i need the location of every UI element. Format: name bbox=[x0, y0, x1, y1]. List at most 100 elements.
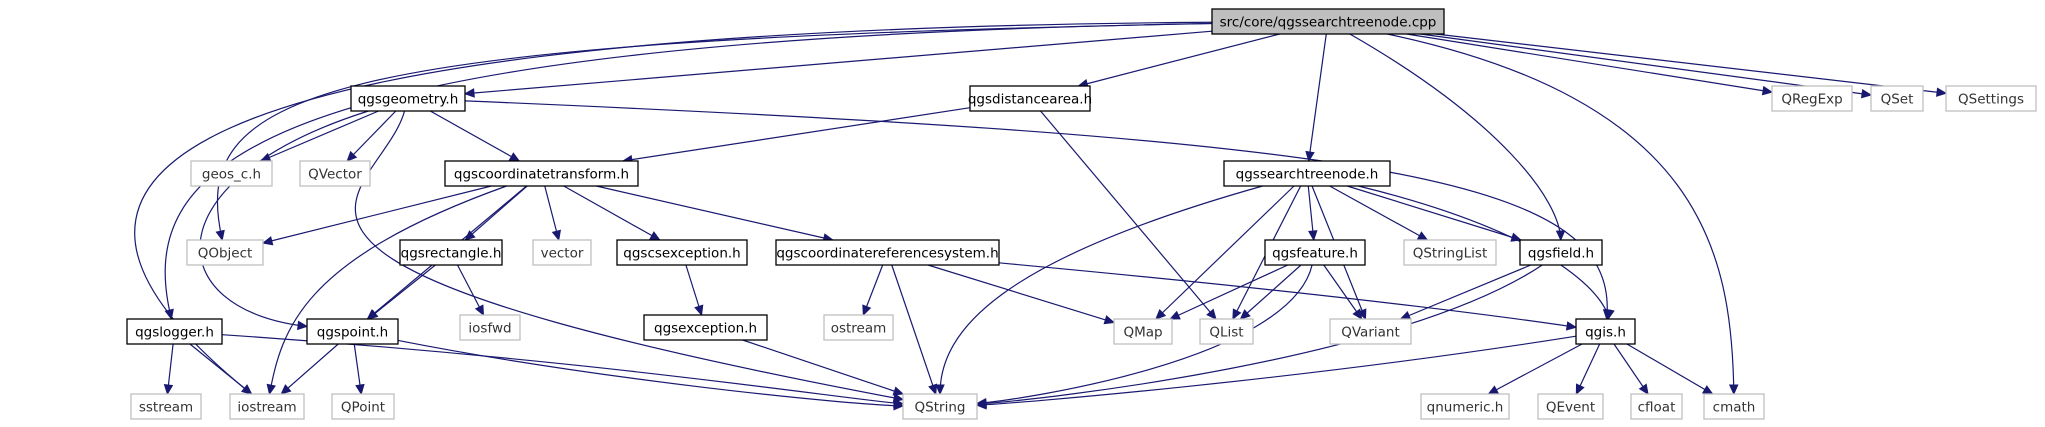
node-ostream: ostream bbox=[823, 314, 894, 341]
edge-point-to-iostream bbox=[280, 343, 339, 395]
node-box-qpoint bbox=[331, 393, 395, 420]
arrowhead-geometry-to-coordtransform bbox=[508, 152, 521, 162]
node-box-qstring bbox=[902, 393, 978, 420]
node-label-feature: qgsfeature.h bbox=[1272, 246, 1358, 262]
node-feature[interactable]: qgsfeature.h bbox=[1264, 239, 1366, 266]
edge-searchtreenode_h-to-qstring bbox=[939, 185, 1263, 395]
node-box-vector bbox=[532, 239, 592, 266]
node-label-searchtreenode_h: qgssearchtreenode.h bbox=[1236, 167, 1379, 183]
edge-root-to-qobject bbox=[216, 22, 1213, 241]
node-qgis[interactable]: qgis.h bbox=[1575, 318, 1636, 345]
arrowhead-searchtreenode_h-to-qgis bbox=[1605, 308, 1615, 321]
node-box-qnumeric bbox=[1420, 393, 1510, 420]
node-label-qmap: QMap bbox=[1123, 325, 1162, 341]
node-box-cmath bbox=[1703, 393, 1765, 420]
node-box-qlist bbox=[1199, 318, 1254, 345]
node-crs[interactable]: qgscoordinatereferencesystem.h bbox=[775, 239, 1000, 266]
arrowhead-root-to-qsettings bbox=[1936, 87, 1948, 97]
node-field[interactable]: qgsfield.h bbox=[1519, 239, 1603, 266]
node-box-cfloat bbox=[1630, 393, 1683, 420]
node-coordtransform[interactable]: qgscoordinatetransform.h bbox=[444, 160, 639, 187]
node-qstringlist: QStringList bbox=[1403, 239, 1497, 266]
edge-geometry-to-qgis bbox=[464, 100, 1608, 320]
edge-root-to-geometry bbox=[464, 30, 1213, 95]
arrowhead-field-to-qvariant bbox=[1399, 310, 1412, 320]
node-box-exception bbox=[643, 314, 768, 341]
edge-coordtransform-to-iostream bbox=[268, 185, 507, 395]
node-label-ostream: ostream bbox=[831, 321, 887, 337]
arrowhead-crs-to-qmap bbox=[1103, 315, 1116, 325]
node-qset: QSet bbox=[1870, 85, 1924, 112]
node-root[interactable]: src/core/qgssearchtreenode.cpp bbox=[1211, 8, 1445, 35]
node-label-point: qgspoint.h bbox=[317, 325, 388, 341]
arrowhead-qgis-to-qevent bbox=[1575, 383, 1585, 396]
arrowhead-searchtreenode_h-to-qlist bbox=[1232, 308, 1242, 321]
arrowhead-qgis-to-cfloat bbox=[1638, 383, 1649, 396]
node-box-distancearea bbox=[969, 85, 1091, 112]
node-label-iosfwd: iosfwd bbox=[468, 321, 511, 337]
node-qnumeric: qnumeric.h bbox=[1420, 393, 1510, 420]
edge-crs-to-qgis bbox=[998, 262, 1577, 328]
node-csexception[interactable]: qgscsexception.h bbox=[616, 239, 748, 266]
node-vector: vector bbox=[532, 239, 592, 266]
node-qmap: QMap bbox=[1113, 318, 1173, 345]
node-label-qvariant: QVariant bbox=[1341, 325, 1400, 341]
arrowhead-root-to-qset bbox=[1860, 88, 1873, 99]
node-box-geometry bbox=[350, 85, 466, 112]
node-distancearea[interactable]: qgsdistancearea.h bbox=[968, 85, 1092, 112]
edge-searchtreenode_h-to-qstringlist bbox=[1329, 185, 1428, 241]
node-point[interactable]: qgspoint.h bbox=[306, 318, 399, 345]
arrowhead-root-to-searchtreenode_h bbox=[1305, 150, 1315, 163]
node-box-qvector bbox=[299, 160, 371, 187]
arrowhead-qgis-to-qstring bbox=[975, 400, 987, 410]
node-label-qgis: qgis.h bbox=[1585, 325, 1626, 341]
node-label-exception: qgsexception.h bbox=[654, 321, 757, 337]
arrowhead-coordtransform-to-iostream bbox=[266, 383, 276, 396]
node-geometry[interactable]: qgsgeometry.h bbox=[350, 85, 466, 112]
node-label-qset: QSet bbox=[1881, 92, 1914, 108]
arrowhead-point-to-qstring bbox=[893, 400, 905, 411]
arrowhead-geometry-to-qvector bbox=[346, 150, 358, 162]
arrowhead-crs-to-qstring bbox=[928, 383, 938, 396]
edge-point-to-qstring bbox=[397, 339, 904, 407]
arrowhead-point-to-iostream bbox=[280, 384, 292, 395]
edge-distancearea-to-coordtransform bbox=[622, 107, 971, 162]
edge-root-to-iostream bbox=[134, 21, 1213, 395]
arrowhead-feature-to-qvariant bbox=[1352, 308, 1363, 321]
graph-edges bbox=[134, 21, 1948, 411]
node-iostream: iostream bbox=[229, 393, 305, 420]
edge-root-to-qset bbox=[1420, 33, 1872, 96]
arrowhead-rectangle-to-point bbox=[367, 309, 379, 320]
node-logger[interactable]: qgslogger.h bbox=[126, 318, 223, 345]
edge-root-to-logger bbox=[164, 22, 1213, 320]
node-box-geos_c bbox=[190, 160, 273, 187]
arrowhead-feature-to-qmap bbox=[1169, 310, 1181, 320]
graph-nodes: src/core/qgssearchtreenode.cpp qgsgeometr… bbox=[126, 8, 2037, 420]
node-exception[interactable]: qgsexception.h bbox=[643, 314, 768, 341]
node-searchtreenode_h[interactable]: qgssearchtreenode.h bbox=[1223, 160, 1391, 187]
node-label-qregexp: QRegExp bbox=[1781, 92, 1842, 108]
edge-qgis-to-cmath bbox=[1626, 343, 1713, 395]
edge-field-to-qstring bbox=[976, 264, 1543, 405]
node-label-qvector: QVector bbox=[308, 167, 362, 183]
arrowhead-qgis-to-qnumeric bbox=[1487, 385, 1500, 395]
node-box-crs bbox=[775, 239, 1000, 266]
edge-geometry-to-qstring bbox=[354, 110, 904, 401]
arrowhead-logger-to-iostream bbox=[241, 384, 253, 395]
node-box-qevent bbox=[1537, 393, 1604, 420]
node-label-cfloat: cfloat bbox=[1638, 400, 1676, 416]
edge-qgis-to-cfloat bbox=[1613, 343, 1649, 395]
arrowhead-root-to-geometry bbox=[463, 88, 475, 98]
node-qvariant: QVariant bbox=[1329, 318, 1412, 345]
edge-root-to-searchtreenode_h bbox=[1308, 33, 1327, 162]
arrowhead-exception-to-qstring bbox=[892, 386, 905, 396]
node-rectangle[interactable]: qgsrectangle.h bbox=[399, 239, 503, 266]
node-box-iosfwd bbox=[459, 314, 521, 341]
node-label-crs: qgscoordinatereferencesystem.h bbox=[776, 246, 998, 262]
node-box-rectangle bbox=[399, 239, 503, 266]
edge-qgis-to-qstring bbox=[976, 335, 1577, 406]
edge-field-to-qvariant bbox=[1400, 264, 1532, 320]
arrowhead-searchtreenode_h-to-qmap bbox=[1155, 308, 1167, 320]
node-box-qobject bbox=[186, 239, 264, 266]
edge-coordtransform-to-qobject bbox=[262, 185, 492, 244]
